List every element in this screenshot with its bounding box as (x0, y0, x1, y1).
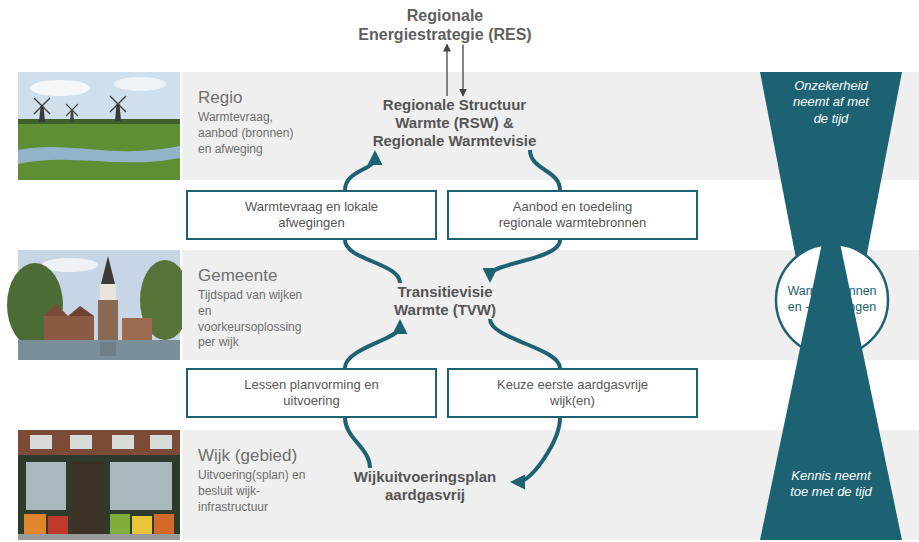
cycle-arrow (530, 150, 560, 190)
spire (101, 256, 115, 284)
window (70, 435, 92, 449)
cycle-arrow (345, 240, 400, 283)
circle-label: Warmtebronnen en -oplossingen (783, 284, 881, 315)
link-arrow (462, 44, 463, 96)
box-label: Keuze eerste aardgasvrije wijk(en) (490, 377, 655, 410)
fruit-crate (132, 516, 152, 534)
cloud (114, 77, 166, 91)
windmill-sails (110, 96, 126, 112)
cloud (42, 258, 98, 272)
sky (18, 72, 180, 180)
houses (44, 316, 94, 342)
cycle-arrow (345, 418, 370, 468)
sidewalk (18, 534, 180, 540)
tower-top (100, 284, 116, 300)
cloud (30, 80, 90, 96)
flow-box: Warmtevraag en lokale afwegingen (186, 190, 437, 240)
cycle-arrow (345, 158, 375, 190)
fruit-crate (110, 514, 130, 534)
fruit-crate (154, 514, 174, 534)
cycle-arrow (490, 319, 560, 368)
landscape-photo (18, 72, 180, 180)
cycle-arrow (518, 418, 560, 482)
canal (18, 340, 180, 360)
box-label: Aanbod en toedeling regionale warmtebron… (490, 199, 655, 232)
cycle-arrow (490, 240, 560, 275)
plan-label: Regionale Structuur Warmte (RSW) & Regio… (362, 96, 547, 150)
tower (98, 300, 118, 342)
windmill-sails (66, 104, 78, 116)
flow-box: Keuze eerste aardgasvrije wijk(en) (447, 368, 698, 418)
strategy-heading: Regionale Energiestrategie (RES) (350, 6, 540, 44)
window (112, 435, 134, 449)
meadow (18, 122, 180, 180)
level-heading: Gemeente (198, 266, 919, 286)
link-arrow (446, 44, 447, 96)
box-label: Warmtevraag en lokale afwegingen (229, 199, 394, 232)
gable (44, 304, 68, 316)
shop-frame (18, 455, 180, 540)
reflection (100, 342, 116, 356)
shop-photo (18, 430, 180, 540)
box-label: Lessen planvorming en uitvoering (229, 377, 394, 410)
wedge-label: Kennis neemt toe met de tijd (786, 468, 876, 501)
window (30, 435, 52, 449)
ditch-water (18, 146, 180, 164)
window (150, 435, 172, 449)
plan-title: Regionale Energiestrategie (RES) (350, 6, 540, 44)
level-description: Tijdspad van wijken en voorkeursoplossin… (198, 288, 310, 350)
flow-box: Lessen planvorming en uitvoering (186, 368, 437, 418)
facade (18, 430, 180, 540)
plan-title: Regionale Structuur Warmte (RSW) & Regio… (362, 96, 547, 150)
wedge-label: Onzekerheid neemt af met de tijd (786, 78, 876, 127)
windmill-sails (34, 98, 50, 114)
shop-window (110, 462, 172, 510)
plan-label: Wijkuitvoeringsplan aardgasvrij (340, 468, 510, 504)
plan-title: Transitievisie Warmte (TVW) (380, 283, 510, 319)
flow-box: Aanbod en toedeling regionale warmtebron… (447, 190, 698, 240)
plan-label: Transitievisie Warmte (TVW) (380, 283, 510, 319)
tower-photo (7, 250, 190, 360)
fruit-crate (24, 514, 46, 534)
shop-window (26, 462, 66, 510)
level-heading: Wijk (gebied) (198, 446, 919, 466)
fruit-crate (48, 516, 68, 534)
knowledge-wedge: Kennis neemt toe met de tijd (760, 200, 902, 540)
cycle-arrow (345, 327, 400, 368)
plan-title: Wijkuitvoeringsplan aardgasvrij (340, 468, 510, 504)
level-description: Warmtevraag, aanbod (bronnen) en afwegin… (198, 110, 310, 157)
wedge-shape (760, 200, 902, 540)
level-description: Uitvoering(splan) en besluit wijk-infras… (198, 468, 310, 515)
shop-door (72, 462, 104, 536)
gable (68, 306, 94, 316)
houses (122, 318, 152, 342)
